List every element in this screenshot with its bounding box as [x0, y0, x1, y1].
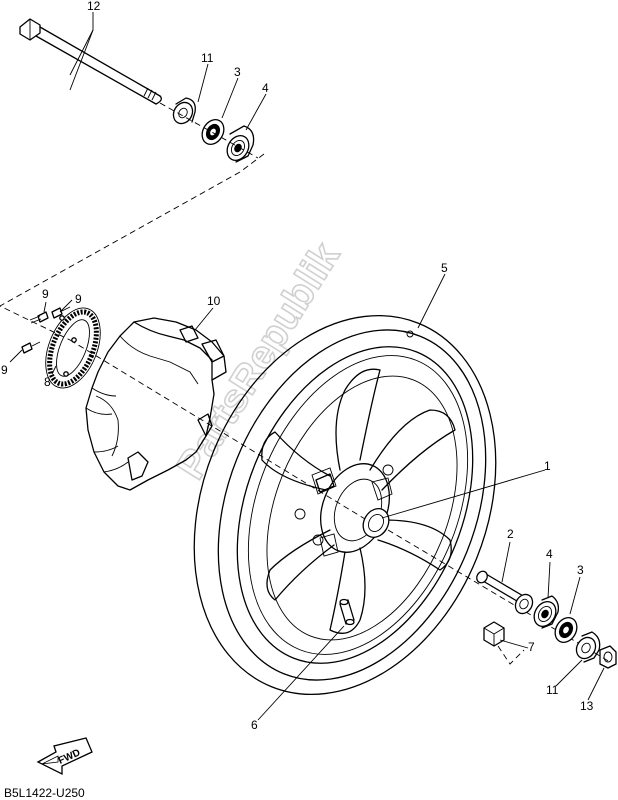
hub-cover	[85, 317, 227, 491]
callout-1: 1	[544, 459, 551, 473]
callout-4-right: 4	[546, 547, 553, 561]
forward-arrow-icon: FWD	[36, 737, 93, 776]
watermark-text: PartsRepublik	[168, 235, 348, 487]
callout-5: 5	[441, 261, 448, 275]
callout-11-right: 11	[546, 683, 559, 697]
callout-4-top: 4	[262, 81, 269, 95]
callout-3-right: 3	[577, 563, 584, 577]
callout-11-top: 11	[201, 51, 214, 65]
balance-weight	[483, 621, 505, 647]
axle-centerline-middle	[69, 339, 371, 523]
sensor-rotor-ring	[45, 307, 101, 389]
air-valve	[339, 598, 355, 626]
front-wheel	[193, 314, 497, 696]
bearing-right	[533, 595, 560, 629]
callout-2: 2	[507, 527, 514, 541]
oil-seal-top	[201, 119, 225, 145]
callout-9-c: 9	[1, 363, 8, 377]
wheel-hub-collar	[362, 508, 390, 538]
screw-right-top	[51, 306, 71, 319]
spacer-collar	[476, 570, 534, 615]
callout-8: 8	[44, 375, 51, 389]
callout-9-a: 9	[42, 287, 49, 301]
collar-top	[172, 97, 196, 125]
oil-seal-right	[554, 617, 578, 643]
callout-9-b: 9	[75, 292, 82, 306]
leader-lines	[9, 12, 605, 721]
diagram-code: B5L1422-U250	[4, 786, 85, 800]
collar-right	[575, 631, 601, 663]
callout-7: 7	[528, 640, 535, 654]
screw-left-top	[29, 311, 49, 324]
screw-left-bottom	[21, 341, 41, 354]
axle-centerline-to-sensor	[0, 153, 265, 341]
callout-10: 10	[207, 294, 221, 308]
balance-weight-indicator	[497, 645, 525, 665]
tire-marker	[406, 330, 414, 338]
callout-12: 12	[87, 0, 101, 13]
callout-3-top: 3	[234, 65, 241, 79]
callout-6: 6	[251, 718, 258, 732]
axle-centerline-right	[387, 529, 611, 663]
bearing-top	[226, 125, 255, 163]
axle-nut	[599, 645, 617, 669]
axle-centerline-top	[159, 102, 259, 159]
front-wheel-axle	[19, 18, 162, 105]
callout-13: 13	[580, 699, 594, 713]
